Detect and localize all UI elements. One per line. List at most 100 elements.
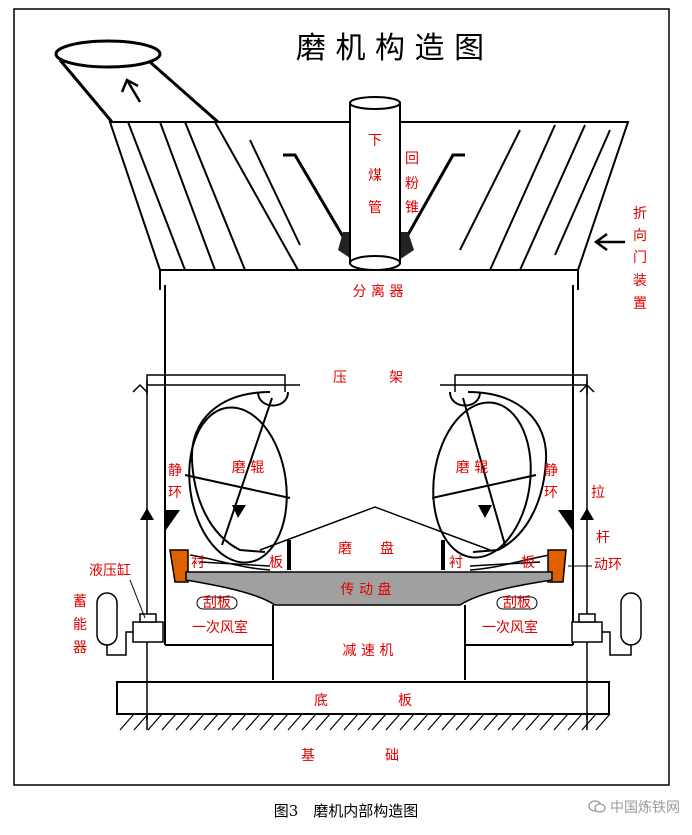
moving-ring-label: 动环 xyxy=(594,557,622,573)
pull-rod-char-1: 拉 xyxy=(591,485,605,501)
scraper-left-label: 刮板 xyxy=(203,595,231,611)
primary-air-left-label: 一次风室 xyxy=(192,619,248,636)
hatch-line xyxy=(581,713,597,731)
hatch-line xyxy=(287,713,303,731)
mill-body xyxy=(164,285,574,646)
hatch-line xyxy=(231,713,247,731)
hydraulic-cylinder-label: 液压缸 xyxy=(89,562,131,579)
separator-label: 分 离 器 xyxy=(353,283,404,300)
hatch-line xyxy=(175,713,191,731)
return-cone-char-1: 回 xyxy=(405,151,419,167)
coal-pipe xyxy=(349,96,401,271)
grinding-disc-label: 磨 盘 xyxy=(338,540,394,557)
return-cone-char-2: 粉 xyxy=(405,176,419,192)
hatch-line xyxy=(441,713,457,731)
roller-left-label: 磨 辊 xyxy=(232,460,264,476)
outlet-duct xyxy=(54,39,219,124)
roller-left xyxy=(184,391,291,564)
hydraulic-cylinder-right xyxy=(571,613,603,643)
hatch-line xyxy=(315,713,331,731)
separator-housing xyxy=(108,121,630,290)
hatch-line xyxy=(399,713,415,731)
roller-right xyxy=(431,391,548,559)
scraper-right xyxy=(496,596,538,610)
hatch-line xyxy=(469,713,485,731)
left-arrow-icon xyxy=(593,232,625,252)
hatch-line xyxy=(567,713,583,731)
folding-door-char-4: 装 xyxy=(633,273,647,289)
chat-bubble-icon xyxy=(588,800,606,813)
hatch-line xyxy=(511,713,527,731)
hatch-line xyxy=(455,713,471,731)
moving-ring-left xyxy=(169,549,189,583)
pressure-frame-label: 压 架 xyxy=(333,370,403,386)
folding-door-char-3: 门 xyxy=(633,250,647,266)
foundation-label: 基 础 xyxy=(301,747,399,764)
figure-caption: 图3 磨机内部构造图 xyxy=(273,802,419,820)
drive-disc-label: 传 动 盘 xyxy=(341,581,392,598)
coal-pipe-char-3: 管 xyxy=(368,200,382,216)
base-plate xyxy=(116,681,610,715)
roller-left-arrow-icon xyxy=(232,505,246,518)
hatch-line xyxy=(147,713,163,731)
hatch-line xyxy=(539,713,555,731)
watermark-text: 中国炼铁网 xyxy=(610,800,680,816)
hatch-line xyxy=(357,713,373,731)
static-ring-right xyxy=(558,510,572,530)
hatch-line xyxy=(343,713,359,731)
hatch-line xyxy=(371,713,387,731)
hatch-line xyxy=(413,713,429,731)
outer-frame xyxy=(13,8,670,786)
primary-air-right-label: 一次风室 xyxy=(482,619,538,636)
static-ring-left-char-2: 环 xyxy=(168,485,182,501)
gearbox-label: 减 速 机 xyxy=(343,643,394,659)
static-ring-right-char-2: 环 xyxy=(544,485,558,501)
hatch-line xyxy=(483,713,499,731)
hatch-line xyxy=(525,713,541,731)
liner-pins xyxy=(287,540,445,570)
pull-rod-char-3: 杆 xyxy=(596,530,610,546)
pull-rod-arrow-left-icon xyxy=(140,508,154,520)
static-ring-right-char-1: 静 xyxy=(544,463,558,479)
hatch-line xyxy=(553,713,569,731)
roller-right-label: 磨 辊 xyxy=(456,460,488,476)
hydraulic-cylinder-left xyxy=(132,613,164,643)
folding-door-char-5: 置 xyxy=(633,296,647,312)
accumulator-char-1: 蓄 xyxy=(73,594,87,610)
coal-pipe-char-1: 下 xyxy=(368,133,382,149)
static-ring-left xyxy=(166,510,180,530)
ground-hatching xyxy=(119,713,611,731)
hatch-line xyxy=(245,713,261,731)
hatch-line xyxy=(497,713,513,731)
scraper-left xyxy=(196,596,238,610)
hatch-line xyxy=(595,713,611,731)
watermark: 中国炼铁网 xyxy=(588,797,680,817)
base-plate-label: 底 板 xyxy=(314,693,412,709)
hatch-line xyxy=(427,713,443,731)
hatch-line xyxy=(161,713,177,731)
pressure-frame xyxy=(132,374,595,720)
hatch-line xyxy=(133,713,149,731)
hydraulic-label-pointer xyxy=(129,579,146,619)
accumulator-left xyxy=(96,592,133,656)
static-ring-left-char-1: 静 xyxy=(168,463,182,479)
diagram-title: 磨 机 构 造 图 xyxy=(296,31,484,66)
roller-right-arrow-icon xyxy=(478,505,492,518)
liner-left-b: 板 xyxy=(269,555,283,571)
up-arrow-icon xyxy=(120,78,142,103)
drive-disc xyxy=(185,571,553,606)
hatch-line xyxy=(217,713,233,731)
coal-pipe-char-2: 煤 xyxy=(368,168,382,184)
hatch-line xyxy=(301,713,317,731)
hatch-line xyxy=(189,713,205,731)
pull-rod-arrow-right-icon xyxy=(580,508,594,520)
accumulator-char-2: 能 xyxy=(73,617,87,633)
return-cone-char-3: 锥 xyxy=(405,200,419,216)
liner-right-b: 板 xyxy=(521,555,535,571)
accumulator-right xyxy=(602,592,642,656)
gearbox xyxy=(272,605,466,680)
hatch-line xyxy=(273,713,289,731)
folding-door-char-2: 向 xyxy=(633,228,647,244)
hatch-line xyxy=(329,713,345,731)
